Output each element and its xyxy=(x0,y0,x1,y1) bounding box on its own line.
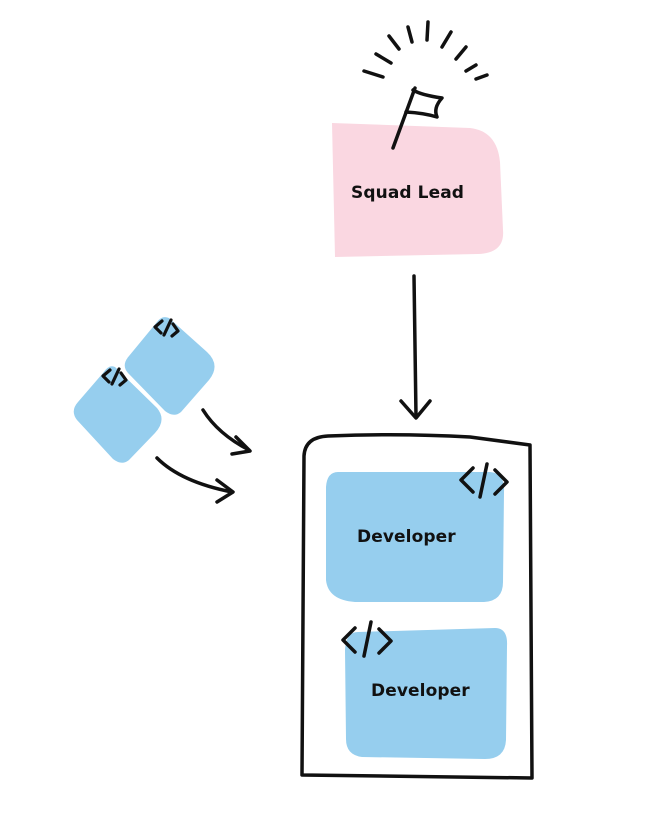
flag-icon xyxy=(391,86,444,150)
squad-lead-label: Squad Lead xyxy=(351,183,465,203)
squad-container xyxy=(300,432,534,780)
incoming-card-2 xyxy=(124,317,215,415)
developer-2-label: Developer xyxy=(371,681,470,701)
arrow-join-2 xyxy=(155,456,235,504)
arrow-lead-to-squad xyxy=(399,274,432,420)
code-icon xyxy=(101,367,128,387)
developer-1-label: Developer xyxy=(357,527,456,547)
developer-card-1 xyxy=(326,472,505,602)
incoming-card-1 xyxy=(73,366,162,463)
code-icon xyxy=(153,318,180,338)
developer-card-2 xyxy=(345,628,508,759)
code-icon xyxy=(459,462,509,499)
spark-rays-icon xyxy=(362,20,489,81)
code-icon xyxy=(341,620,393,658)
arrow-join-1 xyxy=(201,408,252,456)
squad-lead-card xyxy=(332,123,504,257)
